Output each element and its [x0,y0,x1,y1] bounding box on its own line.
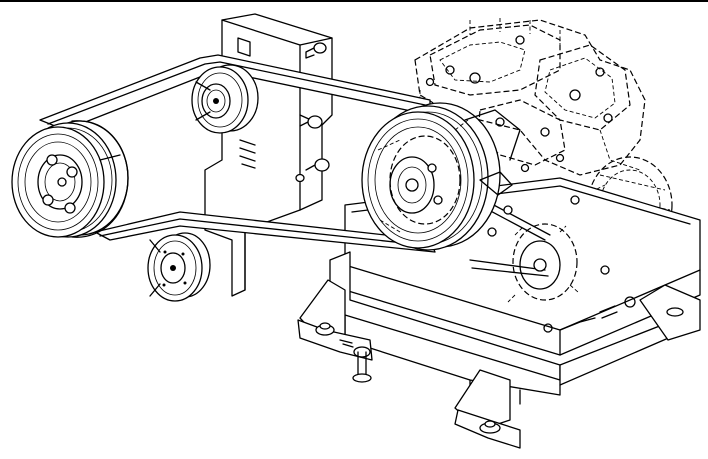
idler-pulley-lower [147,232,211,302]
idler-pulley-upper [191,64,259,134]
bracket-bolt [305,158,330,172]
secondary-gear [507,223,579,303]
bracket-bolt [305,42,327,59]
large-drive-pulley [11,120,129,238]
compressor-pulley [361,102,521,251]
top-border-rule [0,0,708,2]
base-frame [297,177,701,449]
fastener-cluster [479,163,610,275]
bracket-bolt [299,115,323,129]
